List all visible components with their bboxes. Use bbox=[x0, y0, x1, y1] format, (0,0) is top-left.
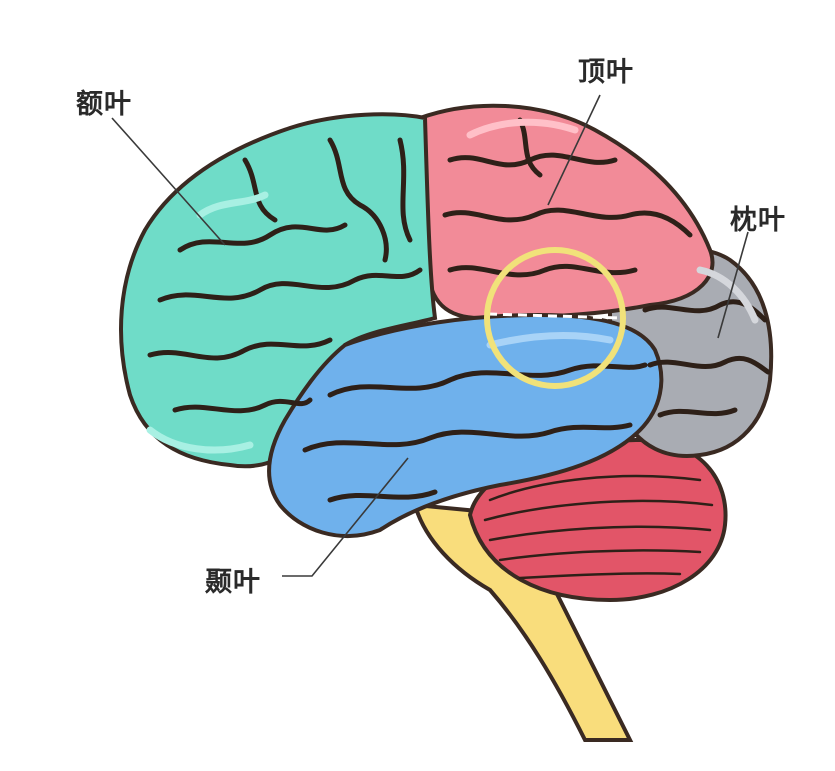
leader-temporal bbox=[282, 457, 409, 577]
label-occipital-lobe: 枕叶 bbox=[730, 205, 786, 236]
leader-occipital bbox=[717, 231, 749, 339]
label-frontal-lobe: 额叶 bbox=[76, 89, 132, 120]
dashed-divider bbox=[487, 312, 621, 320]
label-parietal-lobe: 顶叶 bbox=[578, 57, 634, 88]
label-temporal-lobe: 颞叶 bbox=[205, 567, 261, 598]
frontal-gyri bbox=[146, 137, 423, 454]
highlight-circle bbox=[484, 247, 626, 389]
cerebellum-folds bbox=[483, 474, 714, 580]
leader-frontal bbox=[111, 117, 226, 246]
leader-parietal bbox=[547, 94, 601, 206]
